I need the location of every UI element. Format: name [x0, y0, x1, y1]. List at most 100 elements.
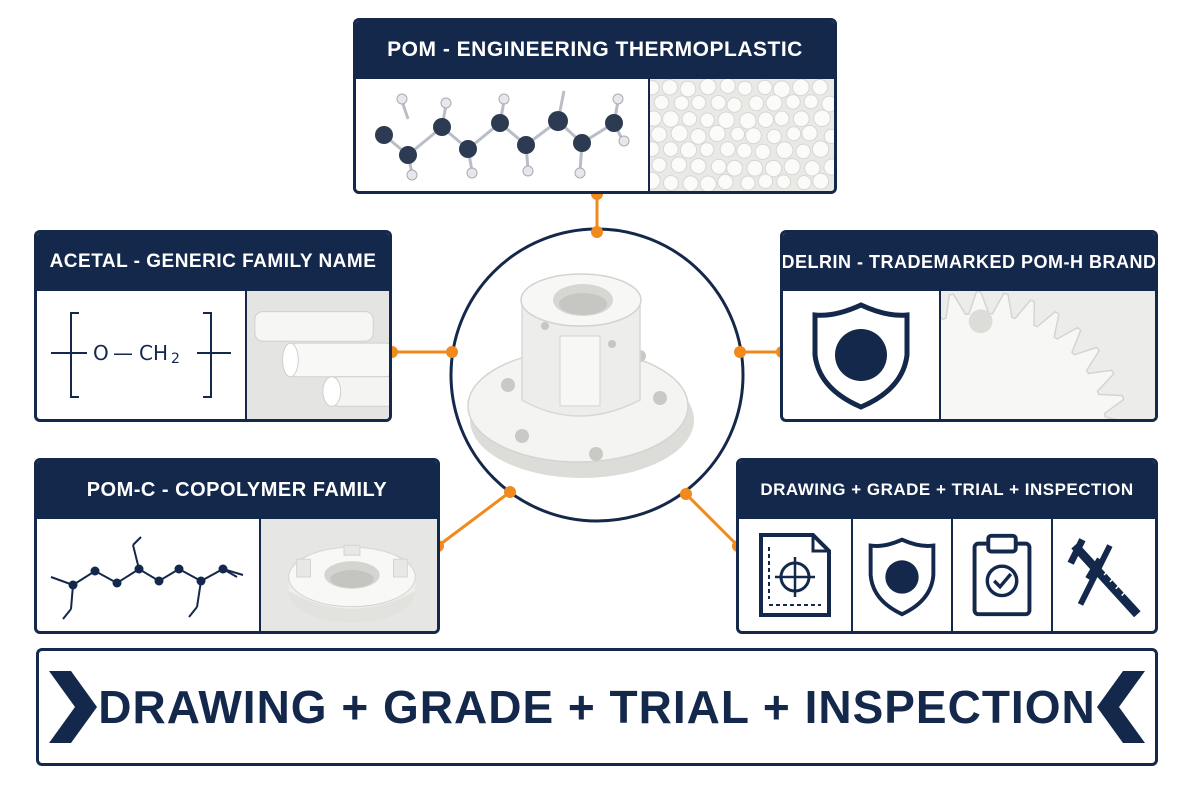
pellet [803, 94, 819, 110]
pellet [730, 126, 746, 142]
pellet [813, 109, 831, 128]
pellet [717, 111, 735, 129]
pellet [776, 174, 792, 190]
pellet [764, 159, 783, 178]
card-drawing-grade-trial-inspection: DRAWING + GRADE + TRIAL + INSPECTION [736, 458, 1158, 634]
card-title: POM-C - COPOLYMER FAMILY [37, 461, 437, 519]
card-pom-engineering-thermoplastic: POM - ENGINEERING THERMOPLASTIC [353, 18, 837, 194]
pellet [746, 159, 764, 177]
pellet [772, 80, 791, 99]
pellet [653, 94, 670, 111]
pellet [775, 141, 794, 160]
pellet [748, 95, 765, 112]
white-ring-part [259, 519, 437, 631]
drawing-icon [739, 519, 851, 631]
pellet [737, 80, 753, 96]
pellet [650, 126, 668, 143]
pellet [650, 110, 662, 127]
pellet [796, 175, 812, 191]
banner-text: DRAWING + GRADE + TRIAL + INSPECTION [98, 681, 1096, 733]
pellet [786, 126, 802, 142]
chevron-left-icon [1097, 671, 1145, 743]
pellet [823, 128, 834, 145]
pellet [823, 158, 834, 176]
connector-dot [591, 226, 603, 238]
formula-subscript: 2 [171, 351, 180, 367]
pellet [679, 141, 698, 159]
pellet [745, 127, 762, 145]
white-gear [939, 291, 1155, 419]
pellet [740, 175, 756, 191]
pellet [785, 94, 801, 110]
connector-left-bottom [437, 490, 511, 548]
pellet [811, 140, 830, 158]
copolymer-chain [37, 519, 259, 631]
card-title: POM - ENGINEERING THERMOPLASTIC [356, 21, 834, 79]
pellet [661, 79, 678, 96]
bottom-banner: DRAWING + GRADE + TRIAL + INSPECTION [36, 648, 1158, 766]
pellet [719, 141, 736, 158]
pellet [699, 112, 715, 128]
pellet [757, 173, 774, 189]
pellet [757, 79, 773, 96]
gear-hole [968, 309, 993, 334]
pellet [650, 171, 661, 190]
card-title: DELRIN - TRADEMARKED POM-H BRAND [783, 233, 1155, 291]
pellet [708, 124, 726, 143]
connector-dot [446, 346, 458, 358]
formula-ch: CH [139, 341, 169, 365]
card-pom-c-copolymer-family: POM-C - COPOLYMER FAMILY [34, 458, 440, 634]
pellet [650, 141, 660, 157]
pellet [773, 110, 790, 127]
pellet [662, 110, 680, 128]
repeat-unit-formula: O — CH 2 [37, 291, 245, 419]
connector-dot [504, 486, 516, 498]
pellet [662, 175, 679, 191]
pellet [792, 79, 810, 97]
pellet [670, 156, 688, 174]
clipboard-check-icon [951, 519, 1051, 631]
pellet [699, 142, 715, 157]
pellet [670, 124, 689, 143]
card-title: DRAWING + GRADE + TRIAL + INSPECTION [739, 461, 1155, 519]
pellet [710, 158, 727, 175]
pellet [651, 157, 667, 173]
formula-bond: — [113, 341, 133, 365]
pellet [757, 111, 774, 128]
pellet [754, 143, 771, 160]
pellet [795, 143, 812, 160]
pellet [804, 160, 821, 177]
caliper-icon [1051, 519, 1155, 631]
pellet [719, 79, 736, 94]
pellet [699, 79, 717, 96]
connector-dot [734, 346, 746, 358]
pellet [689, 128, 707, 145]
chevron-right-icon [49, 671, 97, 743]
card-acetal-generic-family-name: ACETAL - GENERIC FAMILY NAME O — CH 2 [34, 230, 392, 422]
white-pom-pellets [648, 79, 834, 191]
pellet [811, 79, 829, 96]
pellet [679, 80, 697, 98]
pellet [812, 172, 830, 190]
white-flanged-pom-part [467, 273, 694, 478]
connector-right-bottom [684, 492, 740, 548]
molecular-chain-model [356, 79, 648, 191]
pellet [792, 110, 810, 128]
pellet [821, 95, 834, 113]
card-delrin-trademarked-brand: DELRIN - TRADEMARKED POM-H BRAND [780, 230, 1158, 422]
shield-icon [851, 519, 951, 631]
formula-oxygen: O [93, 341, 109, 365]
pellet [717, 173, 734, 191]
pellet [783, 158, 801, 176]
shield-icon [783, 291, 939, 419]
connector-dot [680, 488, 692, 500]
pellet [673, 95, 690, 111]
white-rods [245, 291, 389, 419]
pellet [765, 94, 783, 112]
pellet [726, 97, 743, 113]
pellet [699, 175, 717, 191]
center-ring [449, 227, 745, 523]
pellet [739, 112, 757, 130]
card-title: ACETAL - GENERIC FAMILY NAME [37, 233, 389, 291]
pellet [736, 142, 753, 159]
